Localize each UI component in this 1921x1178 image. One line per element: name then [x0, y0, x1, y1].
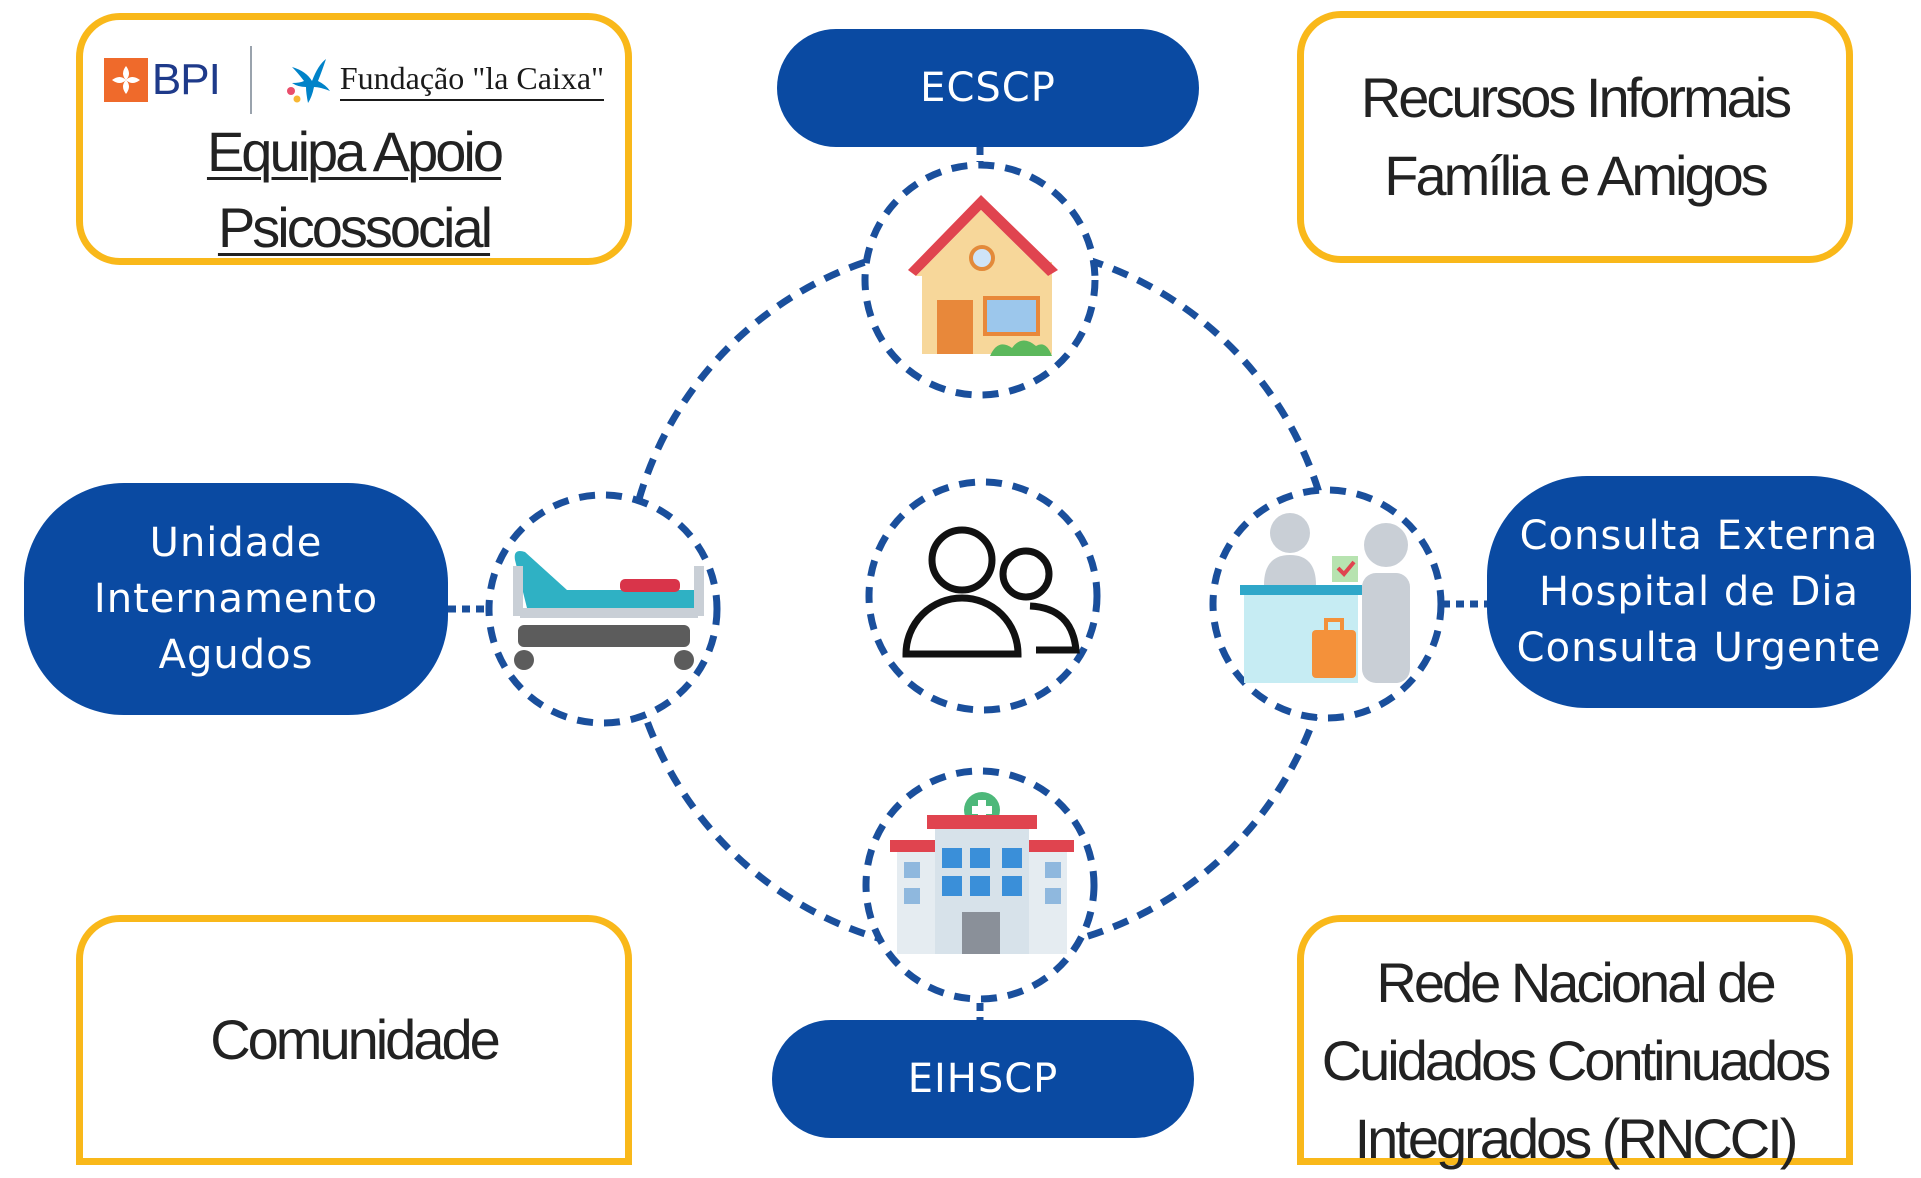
people-icon [902, 526, 1080, 658]
consulta-line-3: Consulta Urgente [1516, 625, 1882, 671]
consulta-line-1: Consulta Externa [1519, 513, 1879, 559]
fundacao-la-caixa-logo: Fundação "la Caixa" [282, 55, 605, 105]
logo-divider [249, 46, 252, 114]
rncci-line-1: Rede Nacional de [1376, 951, 1776, 1014]
equipa-line-2: Psicossocial [217, 196, 493, 259]
unidade-line-1: Unidade [149, 520, 323, 566]
eihscp-pill: EIHSCP [772, 1020, 1194, 1138]
rncci-line-3: Integrados (RNCCI) [1354, 1107, 1799, 1170]
ecscp-label: ECSCP [920, 65, 1056, 111]
equipa-line-1: Equipa Apoio [206, 120, 504, 183]
comunidade-box: Comunidade [76, 915, 632, 1165]
bpi-flower-icon [103, 58, 148, 102]
house-icon [908, 195, 1058, 356]
consulta-externa-pill: Consulta Externa Hospital de Dia Consult… [1487, 476, 1911, 708]
hospital-building-icon [890, 792, 1074, 954]
recursos-line-2: Família e Amigos [1384, 144, 1768, 207]
la-caixa-star-icon [286, 59, 330, 103]
comunidade-line-1: Comunidade [210, 1008, 501, 1071]
node-center [865, 478, 1101, 714]
equipa-apoio-box: BPI Fundação "la Caixa" Equipa Apoio Psi… [76, 13, 632, 265]
rncci-line-2: Cuidados Continuados [1321, 1029, 1832, 1092]
ecscp-pill: ECSCP [777, 29, 1199, 147]
bpi-logo: BPI [103, 55, 221, 105]
bpi-logo-text: BPI [151, 55, 221, 104]
partner-logos: BPI Fundação "la Caixa" [103, 46, 605, 114]
recursos-line-1: Recursos Informais [1360, 66, 1792, 129]
hospital-bed-icon [513, 551, 704, 670]
rncci-box: Rede Nacional de Cuidados Continuados In… [1297, 915, 1853, 1170]
recursos-informais-box: Recursos Informais Família e Amigos [1297, 11, 1853, 263]
unidade-line-2: Internamento [93, 576, 379, 622]
unidade-internamento-pill: Unidade Internamento Agudos [24, 483, 448, 715]
fundacao-logo-text: Fundação "la Caixa" [339, 60, 605, 101]
eihscp-label: EIHSCP [907, 1056, 1059, 1102]
reception-desk-icon [1240, 513, 1410, 683]
unidade-line-3: Agudos [158, 632, 314, 678]
consulta-line-2: Hospital de Dia [1538, 569, 1860, 615]
